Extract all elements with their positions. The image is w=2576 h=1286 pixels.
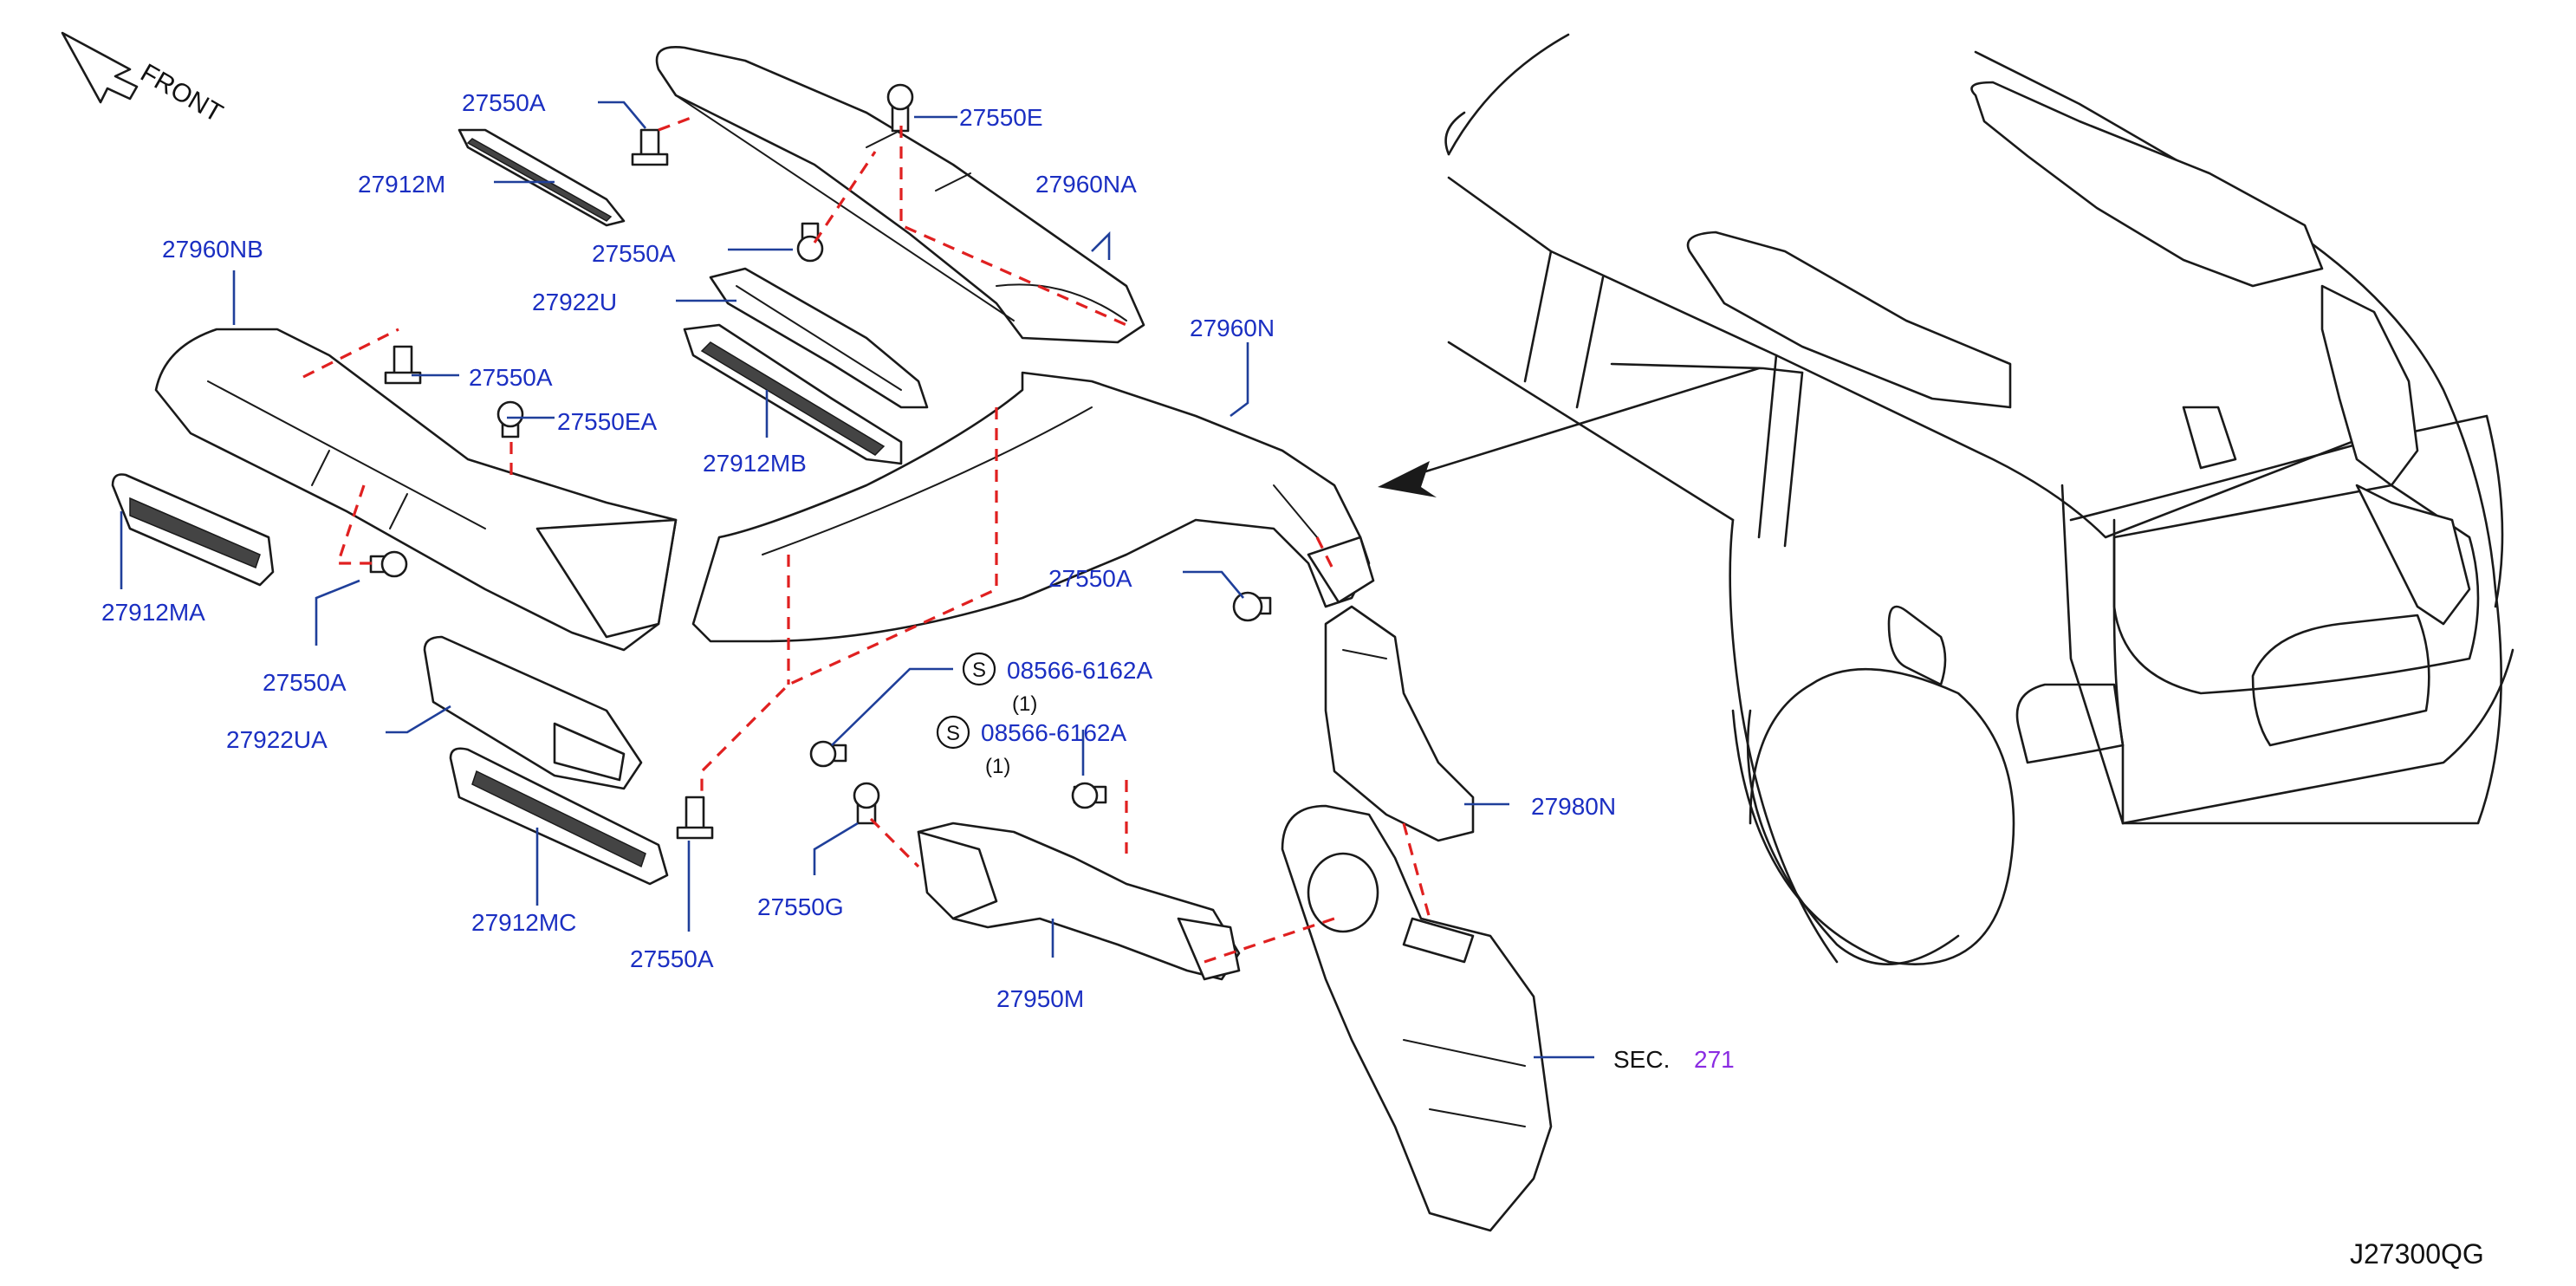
screw-callout-2: S 08566-6162A (1): [936, 715, 1126, 778]
duct-27950m: [917, 822, 1241, 981]
s-symbol-letter: S: [972, 659, 986, 682]
grille-27912m: [457, 128, 626, 227]
section-link-271[interactable]: 271: [1694, 1046, 1735, 1073]
blower-unit: [1281, 804, 1553, 1232]
location-arrow: [1378, 367, 1761, 497]
bolt-icon: [809, 740, 847, 768]
bolt-icon: [496, 400, 524, 438]
diagram-code: J27300QG: [2350, 1238, 2484, 1270]
bolt-icon: [1071, 782, 1107, 809]
bolt-icon: [853, 782, 880, 825]
label-27550a-4: 27550A: [1048, 565, 1132, 592]
leader-lines: [120, 101, 1594, 1059]
label-27550ea: 27550EA: [557, 408, 658, 435]
grille-27922u: [709, 267, 929, 409]
section-prefix: SEC.: [1613, 1046, 1670, 1073]
grille-27912mb: [683, 323, 903, 465]
label-27980n: 27980N: [1531, 793, 1616, 820]
vehicle-outline: [1444, 33, 2514, 966]
bolt-icon: [796, 222, 824, 263]
screw-qty-1: (1): [1012, 692, 1037, 716]
fastener-icons: [369, 83, 1272, 840]
bolt-icon: [369, 550, 408, 578]
clip-icon: [384, 345, 422, 385]
s-symbol-icon: [962, 652, 996, 686]
s-symbol-letter: S: [946, 722, 960, 745]
label-27950m: 27950M: [996, 985, 1084, 1012]
label-27912mb: 27912MB: [703, 450, 807, 477]
installation-connectors: [302, 115, 1431, 964]
label-27912ma: 27912MA: [101, 599, 205, 626]
label-27912mc: 27912MC: [471, 909, 576, 936]
label-27960nb: 27960NB: [162, 236, 263, 263]
label-27550a-5: 27550A: [263, 669, 347, 696]
screw-part-2: 08566-6162A: [981, 719, 1126, 746]
grille-27912mc: [449, 747, 669, 886]
label-27550a-1: 27550A: [462, 89, 546, 116]
label-27550a-6: 27550A: [630, 945, 714, 972]
label-27922ua: 27922UA: [226, 726, 328, 753]
label-27922u: 27922U: [532, 289, 617, 315]
screw-callout-1: S 08566-6162A (1): [962, 652, 1152, 716]
label-27912m: 27912M: [358, 171, 445, 198]
clip-icon: [631, 128, 669, 166]
duct-27960n: [691, 371, 1375, 643]
label-27550g: 27550G: [757, 893, 844, 920]
screw-qty-2: (1): [985, 755, 1010, 778]
grille-27912ma: [111, 473, 275, 587]
label-27550a-2: 27550A: [592, 240, 676, 267]
duct-27960nb: [154, 328, 678, 652]
clip-icon: [676, 796, 714, 840]
front-label: FRONT: [136, 58, 228, 127]
screw-part-1: 08566-6162A: [1007, 657, 1152, 684]
s-symbol-icon: [936, 715, 970, 750]
bolt-icon: [886, 83, 914, 133]
label-27960na: 27960NA: [1035, 171, 1137, 198]
front-arrow-icon: [61, 31, 139, 104]
label-27960n: 27960N: [1190, 315, 1275, 341]
label-27550a-3: 27550A: [469, 364, 553, 391]
duct-27980n: [1324, 605, 1475, 842]
grille-27922ua: [423, 635, 643, 790]
label-27550e: 27550E: [959, 104, 1043, 131]
bolt-icon: [1232, 591, 1272, 622]
